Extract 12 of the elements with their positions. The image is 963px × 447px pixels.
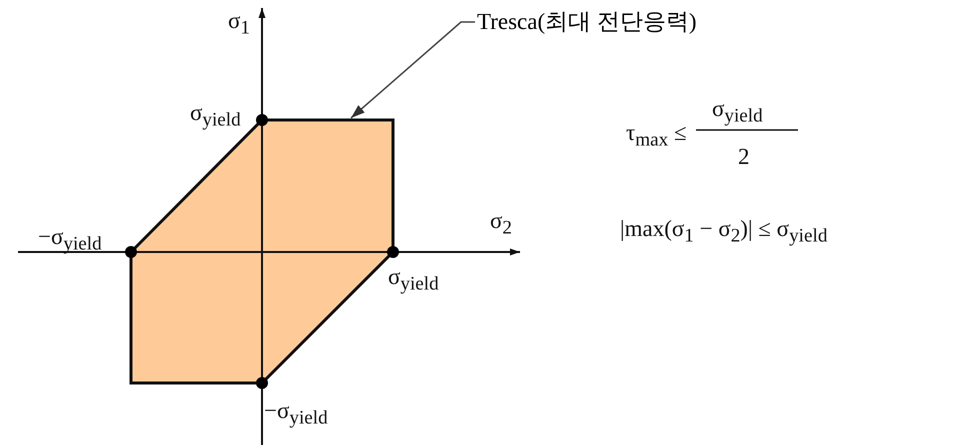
- formula: |max(σ$_{1}$ − σ$_{2}$)| ≤ σ$_{yield}$: [620, 216, 828, 249]
- value-label: σ$_{yield}$: [190, 100, 241, 133]
- formula: σ$_{yield}$: [712, 96, 763, 129]
- callout-label: Tresca(최대 전단응력): [477, 8, 747, 36]
- value-label: −σ$_{yield}$: [264, 398, 328, 431]
- value-label: −σ$_{yield}$: [38, 224, 102, 257]
- value-label: σ$_{yield}$: [388, 264, 439, 297]
- formula: τ$_{max}$ ≤: [626, 120, 687, 153]
- formula: 2: [738, 144, 750, 170]
- leader-line: [350, 21, 475, 119]
- axis-label: σ$_{2}$: [490, 208, 512, 241]
- axis-label: σ$_{1}$: [228, 8, 250, 41]
